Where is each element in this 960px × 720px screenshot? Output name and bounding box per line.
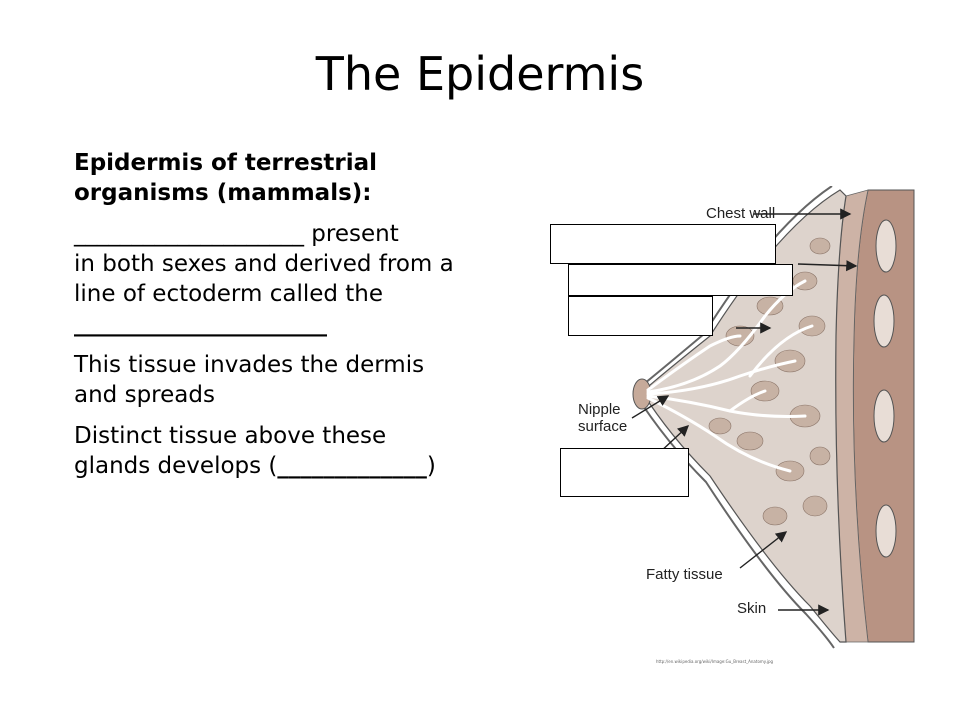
arrow-nipple <box>631 395 670 419</box>
breast-anatomy-diagram: Chest wall Nipple surface Fatty tissue S… <box>550 185 920 666</box>
body-heading: Epidermis of terrestrial organisms (mamm… <box>74 148 514 208</box>
paragraph-invades: This tissue invades the dermis and sprea… <box>74 350 514 410</box>
lobule <box>762 506 788 526</box>
paragraph-distinct-line-1: Distinct tissue above these <box>74 423 387 449</box>
lobule <box>809 237 831 255</box>
anatomy-illustration <box>631 185 915 649</box>
milk-duct <box>748 324 814 378</box>
blank-label-box-1 <box>550 224 776 264</box>
slide-title: The Epidermis <box>315 47 645 101</box>
lobule <box>736 431 764 451</box>
label-fatty-tissue: Fatty tissue <box>646 566 723 583</box>
rib <box>875 504 897 558</box>
milk-duct <box>646 359 797 396</box>
rib <box>873 389 895 443</box>
milk-duct <box>728 389 767 413</box>
paragraph-distinct-text-b: ) <box>426 453 436 479</box>
heading-line-1: Epidermis of terrestrial <box>74 150 378 176</box>
blank-label-box-2 <box>568 264 793 296</box>
milk-duct <box>646 396 792 473</box>
blank-label-box-4 <box>560 448 689 497</box>
paragraph-origin: ____________________ present in both sex… <box>74 219 514 339</box>
paragraph-invades-line-1: This tissue invades the dermis <box>74 352 425 378</box>
label-nipple-line-2: surface <box>578 418 628 435</box>
paragraph-distinct-text-a: glands develops ( <box>74 453 278 479</box>
paragraph-invades-line-2: and spreads <box>74 382 215 408</box>
label-chest-wall: Chest wall <box>706 205 776 222</box>
heading-line-2: organisms (mammals): <box>74 180 372 206</box>
rib <box>873 294 895 348</box>
fill-in-blank-2: ______________________ <box>74 311 327 337</box>
milk-duct <box>646 279 807 394</box>
milk-duct <box>646 334 742 392</box>
paragraph-origin-text-a: present <box>304 221 399 247</box>
arrow-label-box-2 <box>797 260 858 272</box>
image-credit: http://en.wikipedia.org/wiki/Image:Gu_Br… <box>656 659 774 664</box>
slide-body: Epidermis of terrestrial organisms (mamm… <box>74 148 514 492</box>
lobule <box>708 417 732 435</box>
lobule <box>809 446 831 466</box>
paragraph-origin-text-c: line of ectoderm called the <box>74 281 384 307</box>
rib <box>875 219 897 273</box>
blank-label-box-3 <box>568 296 713 336</box>
paragraph-distinct: Distinct tissue above these glands devel… <box>74 421 514 481</box>
breast-tissue <box>641 189 847 643</box>
lobule <box>802 495 828 517</box>
arrow-fatty-tissue <box>739 531 788 569</box>
label-skin: Skin <box>737 600 767 617</box>
label-nipple-line-1: Nipple <box>578 401 621 418</box>
fill-in-blank-1: ____________________ <box>74 221 304 247</box>
paragraph-origin-text-b: in both sexes and derived from a <box>74 251 454 277</box>
fill-in-blank-3: _____________ <box>277 453 427 479</box>
